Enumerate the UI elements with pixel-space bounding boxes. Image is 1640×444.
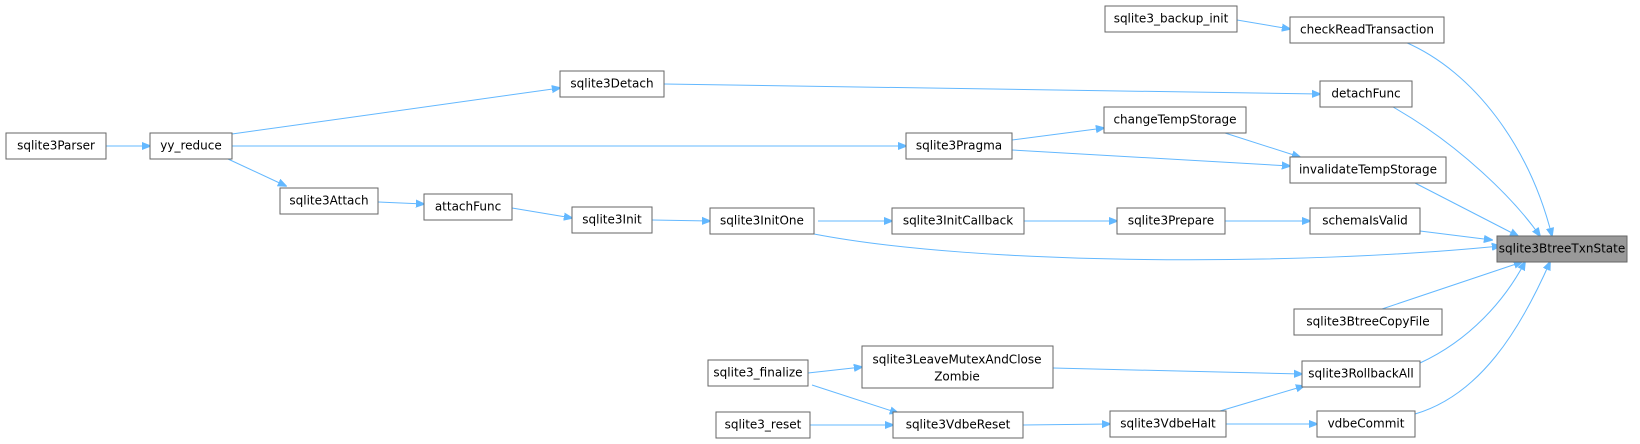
- node-pragma[interactable]: sqlite3Pragma: [905, 132, 1013, 160]
- node-vdbecommit[interactable]: vdbeCommit: [1316, 410, 1416, 438]
- node-schemavalid[interactable]: schemaIsValid: [1309, 207, 1421, 235]
- edge-copyfile-to-root: [1381, 262, 1522, 310]
- node-vdbehalt-label: sqlite3VdbeHalt: [1120, 417, 1216, 431]
- node-schemavalid-label: schemaIsValid: [1322, 214, 1408, 228]
- edge-yyreduce-to-attach: [227, 158, 286, 186]
- node-finalize-label: sqlite3_finalize: [713, 366, 802, 380]
- node-prepare[interactable]: sqlite3Prepare: [1116, 207, 1226, 235]
- node-yyreduce[interactable]: yy_reduce: [149, 132, 233, 160]
- edge-yyreduce-to-detach: [231, 88, 560, 135]
- node-reset-label: sqlite3_reset: [725, 418, 802, 432]
- node-checkread[interactable]: checkReadTransaction: [1289, 16, 1445, 44]
- edge-finalize-to-vdbereset: [811, 384, 898, 413]
- edge-vdbehalt-to-rollbackall: [1219, 386, 1304, 412]
- edge-init-to-initone: [651, 220, 710, 221]
- edge-attachfunc-to-init: [511, 207, 572, 218]
- edge-detach-to-detachfunc: [663, 83, 1320, 94]
- node-vdbereset[interactable]: sqlite3VdbeReset: [892, 411, 1024, 439]
- node-attachfunc[interactable]: attachFunc: [423, 193, 513, 221]
- edge-pragma-to-changetemp: [1011, 128, 1104, 141]
- node-prepare-label: sqlite3Prepare: [1128, 214, 1214, 228]
- node-rollbackall[interactable]: sqlite3RollbackAll: [1301, 360, 1421, 388]
- node-leavemutex-label-line1: sqlite3LeaveMutexAndClose: [872, 353, 1041, 367]
- edge-rollbackall-to-root: [1419, 262, 1525, 364]
- node-checkread-label: checkReadTransaction: [1300, 23, 1434, 37]
- edge-schemavalid-to-root: [1419, 230, 1492, 240]
- edge-initone-to-root: [813, 233, 1500, 261]
- edge-leavemutex-to-rollbackall: [1052, 367, 1302, 374]
- node-detachfunc[interactable]: detachFunc: [1319, 80, 1413, 108]
- edge-pragma-to-invalidate: [1011, 149, 1290, 166]
- node-init[interactable]: sqlite3Init: [571, 206, 653, 234]
- node-copyfile-label: sqlite3BtreeCopyFile: [1306, 315, 1429, 329]
- node-initone-label: sqlite3InitOne: [720, 214, 804, 228]
- node-root[interactable]: sqlite3BtreeTxnState: [1496, 235, 1628, 263]
- node-detach-label: sqlite3Detach: [570, 77, 653, 91]
- node-pragma-label: sqlite3Pragma: [916, 139, 1002, 153]
- edge-invalidate-to-root: [1414, 182, 1518, 236]
- node-invalidate[interactable]: invalidateTempStorage: [1289, 156, 1447, 184]
- node-invalidate-label: invalidateTempStorage: [1299, 163, 1437, 177]
- node-layer: sqlite3BtreeTxnState sqlite3_backup_init…: [5, 5, 1628, 439]
- node-finalize[interactable]: sqlite3_finalize: [707, 359, 809, 387]
- edge-backup-init-to-checkread: [1236, 19, 1290, 29]
- node-vdbecommit-label: vdbeCommit: [1328, 417, 1405, 431]
- edge-checkread-to-root: [1404, 41, 1552, 236]
- node-yyreduce-label: yy_reduce: [160, 139, 221, 153]
- node-leavemutex-label-line2: Zombie: [934, 370, 980, 384]
- edge-finalize-to-leavemutex: [807, 367, 862, 374]
- node-copyfile[interactable]: sqlite3BtreeCopyFile: [1293, 308, 1443, 336]
- node-vdbehalt[interactable]: sqlite3VdbeHalt: [1109, 410, 1227, 438]
- node-parser[interactable]: sqlite3Parser: [5, 132, 107, 160]
- edge-detachfunc-to-root: [1392, 106, 1540, 236]
- edge-attach-to-attachfunc: [377, 202, 424, 204]
- node-attach[interactable]: sqlite3Attach: [279, 187, 379, 215]
- node-rollbackall-label: sqlite3RollbackAll: [1308, 367, 1413, 381]
- node-attach-label: sqlite3Attach: [289, 194, 368, 208]
- node-attachfunc-label: attachFunc: [435, 200, 501, 214]
- node-changetemp[interactable]: changeTempStorage: [1103, 106, 1247, 134]
- node-init-label: sqlite3Init: [582, 213, 642, 227]
- edge-changetemp-to-invalidate: [1224, 132, 1300, 157]
- node-backup-init[interactable]: sqlite3_backup_init: [1104, 5, 1238, 33]
- node-parser-label: sqlite3Parser: [17, 139, 95, 153]
- node-root-label: sqlite3BtreeTxnState: [1499, 242, 1625, 256]
- node-initone[interactable]: sqlite3InitOne: [709, 207, 815, 235]
- edge-layer: [106, 19, 1552, 425]
- edge-vdbereset-to-vdbehalt: [1022, 424, 1110, 425]
- node-detachfunc-label: detachFunc: [1331, 87, 1400, 101]
- node-vdbereset-label: sqlite3VdbeReset: [906, 418, 1011, 432]
- node-initcallback-label: sqlite3InitCallback: [903, 214, 1013, 228]
- node-reset[interactable]: sqlite3_reset: [715, 411, 811, 439]
- node-changetemp-label: changeTempStorage: [1113, 113, 1236, 127]
- node-backup-init-label: sqlite3_backup_init: [1114, 12, 1229, 26]
- node-leavemutex[interactable]: sqlite3LeaveMutexAndClose Zombie: [861, 345, 1054, 389]
- edge-vdbecommit-to-root: [1414, 262, 1550, 415]
- node-initcallback[interactable]: sqlite3InitCallback: [891, 207, 1025, 235]
- node-detach[interactable]: sqlite3Detach: [559, 70, 665, 98]
